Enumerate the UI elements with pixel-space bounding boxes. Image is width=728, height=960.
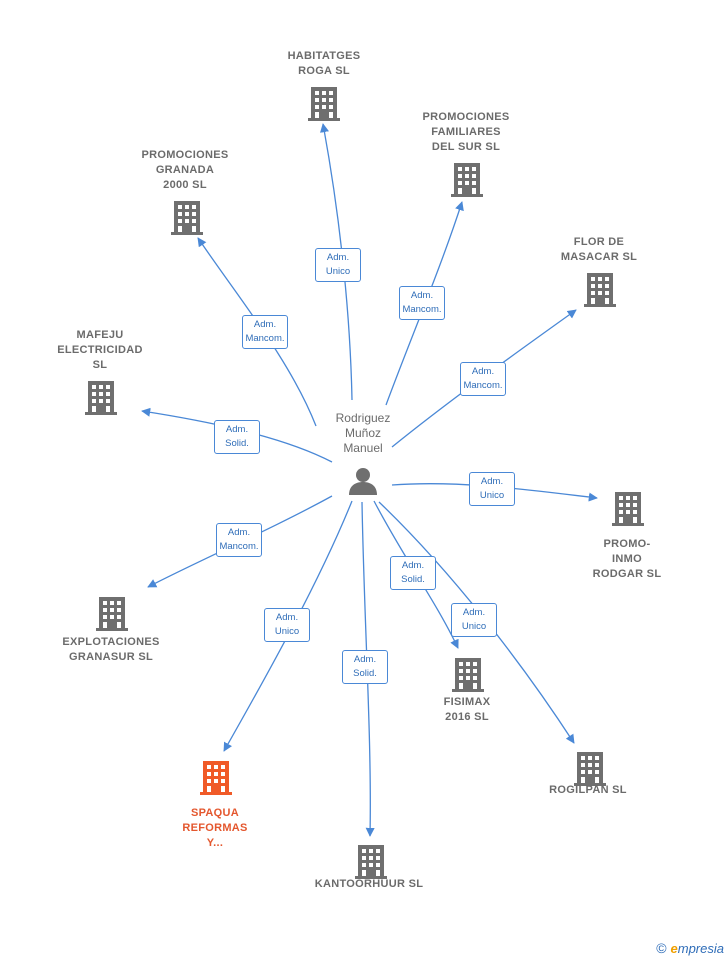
building-icon[interactable]: [308, 87, 340, 121]
relation-label[interactable]: Adm. Unico: [315, 248, 361, 282]
relation-label[interactable]: Adm. Mancom.: [460, 362, 506, 396]
company-name[interactable]: MAFEJU ELECTRICIDAD SL: [57, 328, 143, 371]
relation-label[interactable]: Adm. Solid.: [214, 420, 260, 454]
company-name[interactable]: SPAQUA REFORMAS Y...: [182, 806, 248, 849]
company-name[interactable]: FISIMAX 2016 SL: [443, 695, 491, 723]
relation-label[interactable]: Adm. Mancom.: [216, 523, 262, 557]
relation-label[interactable]: Adm. Unico: [469, 472, 515, 506]
company-name[interactable]: PROMO- INMO RODGAR SL: [592, 537, 662, 580]
building-icon[interactable]: [451, 163, 483, 197]
building-icon[interactable]: [171, 201, 203, 235]
relation-label[interactable]: Adm. Unico: [451, 603, 497, 637]
building-icon[interactable]: [452, 658, 484, 692]
relation-label[interactable]: Adm. Mancom.: [399, 286, 445, 320]
company-name[interactable]: ROGILPAN SL: [549, 783, 627, 796]
company-name[interactable]: FLOR DE MASACAR SL: [560, 236, 638, 263]
relation-label[interactable]: Adm. Solid.: [342, 650, 388, 684]
building-icon[interactable]: [355, 845, 387, 879]
brand-name: mpresia: [677, 941, 724, 956]
relation-label[interactable]: Adm. Unico: [264, 608, 310, 642]
company-name[interactable]: KANTOORHUUR SL: [314, 877, 424, 890]
company-name[interactable]: PROMOCIONES GRANADA 2000 SL: [141, 148, 229, 191]
building-icon[interactable]: [584, 273, 616, 307]
brand-initial: e: [670, 941, 678, 956]
center-person-name: Rodriguez Muñoz Manuel: [335, 411, 391, 455]
empresia-brand[interactable]: ©empresia: [656, 940, 724, 956]
building-icon[interactable]: [612, 492, 644, 526]
company-name[interactable]: EXPLOTACIONES GRANASUR SL: [62, 635, 160, 663]
company-name[interactable]: HABITATGES ROGA SL: [287, 50, 361, 77]
relation-label[interactable]: Adm. Solid.: [390, 556, 436, 590]
company-name[interactable]: PROMOCIONES FAMILIARES DEL SUR SL: [422, 110, 510, 153]
relation-label[interactable]: Adm. Mancom.: [242, 315, 288, 349]
person-icon[interactable]: [349, 468, 377, 495]
building-icon[interactable]: [96, 597, 128, 631]
building-icon[interactable]: [574, 752, 606, 786]
building-icon[interactable]: [85, 381, 117, 415]
building-icon[interactable]: [200, 761, 232, 795]
copyright-icon: ©: [656, 940, 667, 956]
